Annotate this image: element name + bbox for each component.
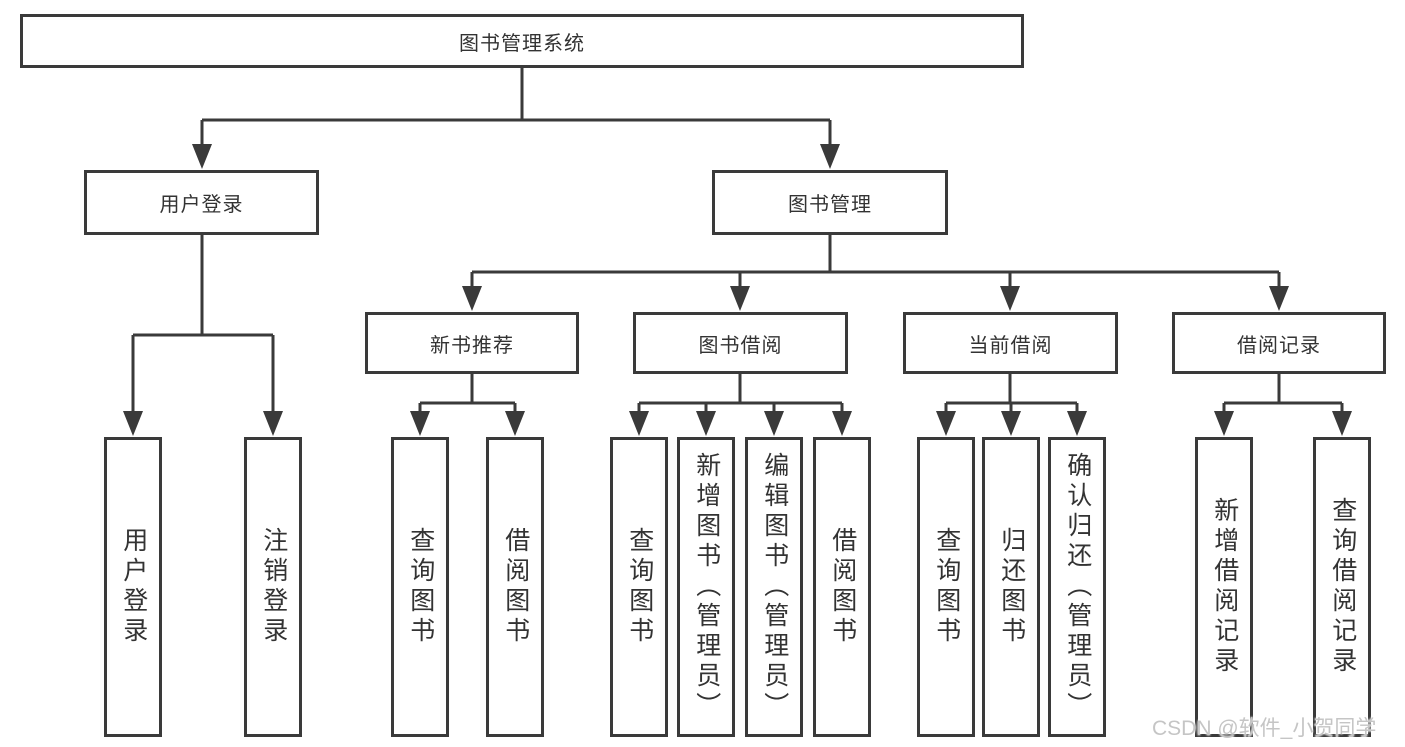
leaf-confirm-return-admin: 确认归还（管理员） bbox=[1048, 437, 1106, 737]
connector-paths bbox=[131, 68, 1344, 413]
leaf-query-borrow-record: 查询借阅记录 bbox=[1313, 437, 1371, 737]
node-root-system: 图书管理系统 bbox=[20, 14, 1024, 68]
leaf-add-book-admin: 新增图书（管理员） bbox=[677, 437, 735, 737]
node-user-login: 用户登录 bbox=[84, 170, 319, 235]
leaf-query-books-current: 查询图书 bbox=[917, 437, 975, 737]
leaf-return-book: 归还图书 bbox=[982, 437, 1040, 737]
node-current-borrow: 当前借阅 bbox=[903, 312, 1118, 374]
leaf-borrow-books-recommend: 借阅图书 bbox=[486, 437, 544, 737]
leaf-borrow-books: 借阅图书 bbox=[813, 437, 871, 737]
node-book-management: 图书管理 bbox=[712, 170, 948, 235]
leaf-edit-book-admin: 编辑图书（管理员） bbox=[745, 437, 803, 737]
leaf-add-borrow-record: 新增借阅记录 bbox=[1195, 437, 1253, 737]
node-borrow-records: 借阅记录 bbox=[1172, 312, 1386, 374]
arrowheads bbox=[123, 144, 1352, 436]
leaf-query-books-borrow: 查询图书 bbox=[610, 437, 668, 737]
csdn-watermark: CSDN @软件_小贺同学 bbox=[1152, 717, 1377, 740]
leaf-query-books-recommend: 查询图书 bbox=[391, 437, 449, 737]
leaf-user-login: 用户登录 bbox=[104, 437, 162, 737]
node-book-borrow: 图书借阅 bbox=[633, 312, 848, 374]
node-new-book-recommend: 新书推荐 bbox=[365, 312, 579, 374]
leaf-logout: 注销登录 bbox=[244, 437, 302, 737]
